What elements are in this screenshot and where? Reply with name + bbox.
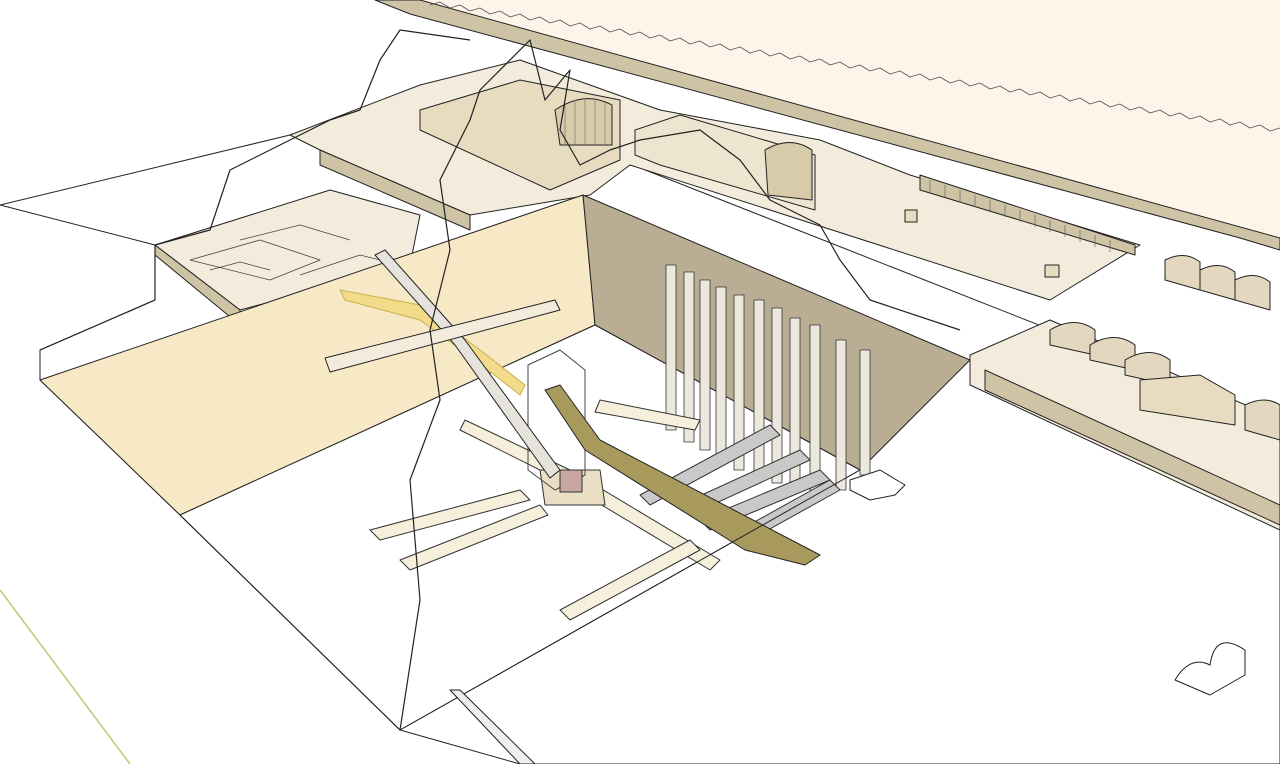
isolated-stone [1174,642,1246,696]
descending-ramp [544,384,821,566]
vaulted-chapels [1049,255,1280,441]
sanctuary-1-ribs [564,98,606,145]
small-block-2 [1044,264,1060,278]
right-portico-side [984,369,1280,526]
right-court [1139,374,1236,426]
outside-slab [849,469,906,501]
front-beam [449,689,536,764]
crossing-beam [324,299,561,373]
wall-crenellations [429,1,1280,132]
hall-columns [929,180,1111,252]
ground-edge [0,589,131,764]
vaulted-sanctuary-2 [764,142,813,201]
enclosure-wall [374,0,1280,251]
diagonal-corridor [374,249,561,479]
burial-chamber [559,469,583,493]
hypostyle-hall [919,174,1136,256]
rear-terrace-side [319,149,471,231]
site-contour-line [399,39,961,731]
small-block-1 [904,209,918,223]
glass-shaft [527,349,586,491]
site-contour-line-left [39,29,471,351]
vertical-shafts [665,264,871,491]
